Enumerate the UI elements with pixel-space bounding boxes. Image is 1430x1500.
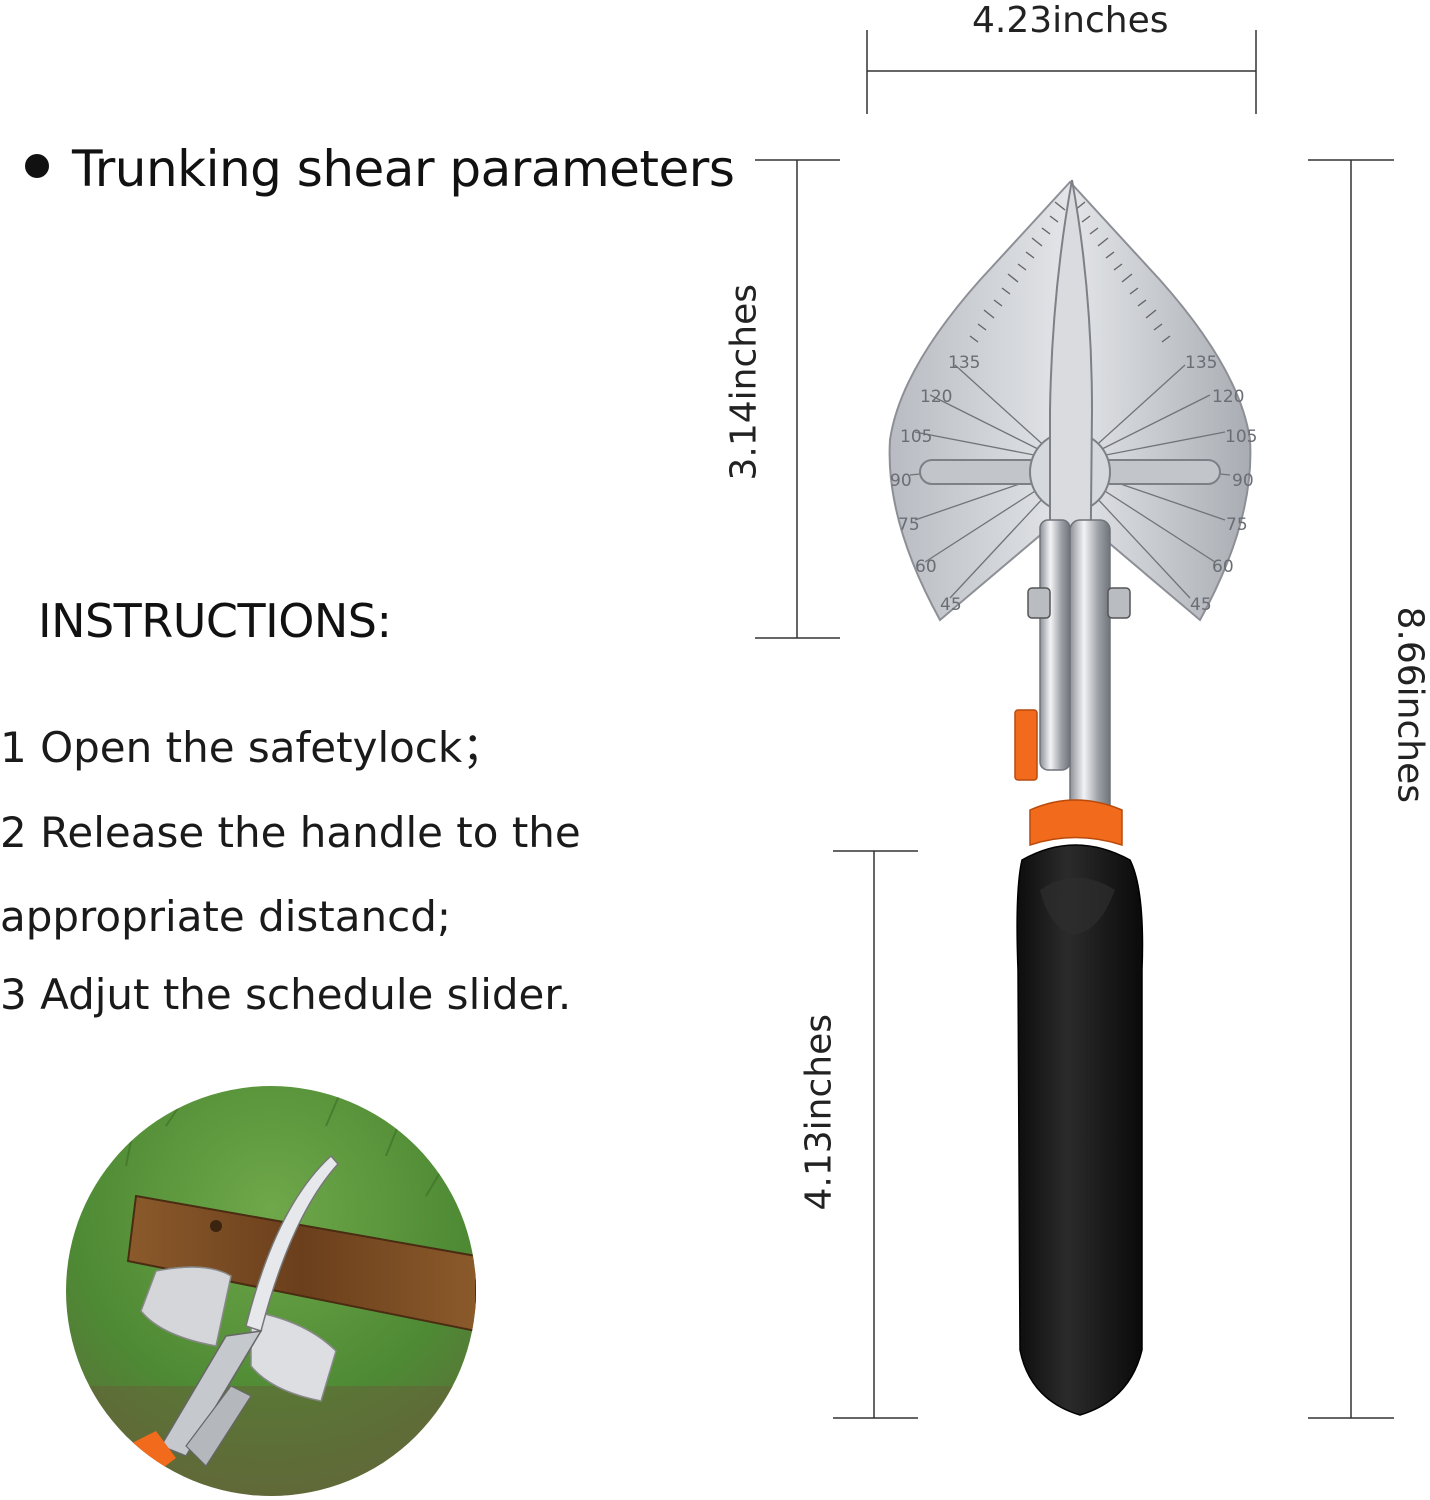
svg-text:75: 75 [1226, 515, 1248, 535]
instruction-step: 2 Release the handle to the [0, 808, 581, 857]
svg-text:60: 60 [915, 557, 937, 577]
instructions-title: INSTRUCTIONS: [38, 594, 392, 648]
angle-labels: 135 120 105 90 75 60 45 135 120 105 90 7… [890, 353, 1257, 615]
svg-text:60: 60 [1212, 557, 1234, 577]
nut-left [1027, 587, 1051, 619]
svg-text:105: 105 [1225, 427, 1257, 447]
svg-text:135: 135 [948, 353, 980, 373]
svg-text:105: 105 [900, 427, 932, 447]
instruction-step: appropriate distancd; [0, 892, 452, 941]
safety-lock [1014, 709, 1038, 781]
bullet-icon [25, 154, 49, 178]
nut-right [1107, 587, 1131, 619]
svg-text:75: 75 [898, 515, 920, 535]
svg-text:45: 45 [1190, 595, 1212, 615]
svg-text:45: 45 [940, 595, 962, 615]
handle-length-label: 4.13inches [798, 1014, 840, 1211]
instruction-step: 3 Adjut the schedule slider. [0, 970, 572, 1019]
handle-arm-left [1039, 519, 1071, 771]
svg-text:120: 120 [920, 387, 952, 407]
blade-height-label: 3.14inches [723, 284, 765, 481]
total-length-label: 8.66inches [1389, 606, 1430, 804]
handle-collar [1029, 799, 1123, 847]
svg-text:90: 90 [1232, 471, 1254, 491]
instruction-step: 1 Open the safetylock； [0, 723, 505, 772]
handle-arm-right [1069, 519, 1111, 821]
trunking-shear-illustration: 135 120 105 90 75 60 45 135 120 105 90 7… [888, 179, 1257, 1416]
page-title: Trunking shear parameters [72, 140, 735, 198]
svg-text:120: 120 [1212, 387, 1244, 407]
ruler-ticks [969, 201, 1171, 343]
usage-photo [66, 1086, 476, 1496]
width-dimension-label: 4.23inches [972, 0, 1169, 41]
handle-grip [1016, 844, 1144, 1416]
svg-text:135: 135 [1185, 353, 1217, 373]
svg-text:90: 90 [890, 471, 912, 491]
